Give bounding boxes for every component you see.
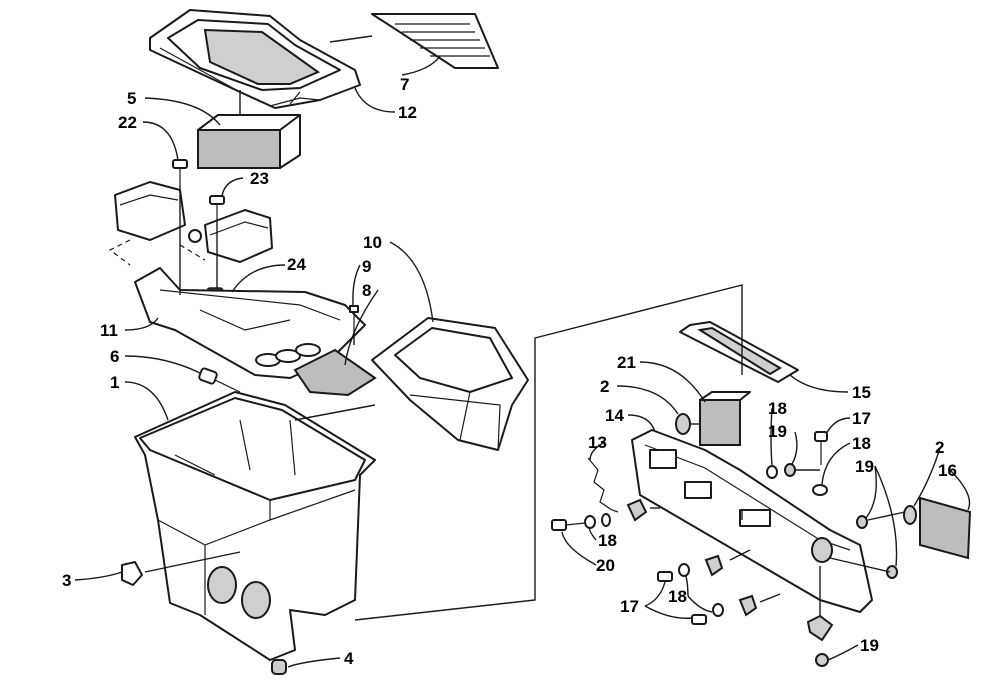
disc-2b-part [903, 505, 917, 525]
callout-8: 8 [362, 281, 371, 300]
callout-leaders [74, 55, 971, 668]
screw-23-part [209, 195, 225, 220]
callout-19-b: 19 [855, 457, 874, 476]
callout-labels: 7 12 5 22 23 24 10 9 8 11 6 1 3 4 21 2 1… [62, 75, 957, 668]
callout-6: 6 [110, 347, 119, 366]
callout-4: 4 [344, 649, 354, 668]
air-filter-part [197, 114, 301, 169]
callout-19-c: 19 [860, 636, 879, 655]
electrical-module-part [108, 181, 273, 266]
filter-16-part [919, 496, 972, 560]
channel-rail-part [631, 429, 873, 613]
gasket-frame-part [679, 321, 799, 383]
tray-part [134, 267, 366, 379]
screw-9-part [349, 305, 359, 330]
callout-17-a: 17 [852, 409, 871, 428]
callout-21: 21 [617, 353, 636, 372]
drain-plug-part [271, 659, 287, 675]
intake-duct-part [371, 317, 529, 451]
callout-20: 20 [596, 556, 615, 575]
bracket-13-part [587, 457, 619, 513]
callout-2-right: 2 [935, 438, 944, 457]
bolt-6-part [198, 367, 241, 393]
callout-5: 5 [127, 89, 136, 108]
callout-7: 7 [400, 75, 409, 94]
callout-10: 10 [363, 233, 382, 252]
callout-1: 1 [110, 373, 119, 392]
callout-2-left: 2 [600, 377, 609, 396]
callout-16: 16 [938, 461, 957, 480]
callout-15: 15 [852, 383, 871, 402]
callout-9: 9 [362, 257, 371, 276]
decal-label-part [371, 13, 499, 69]
callout-19-a: 19 [768, 422, 787, 441]
clip-3-part [121, 561, 143, 586]
callout-14: 14 [605, 406, 624, 425]
disc-2a-part [675, 413, 691, 435]
callout-17-b: 17 [620, 597, 639, 616]
callout-13: 13 [588, 433, 607, 452]
screw-22-part [172, 159, 188, 185]
callout-18-b: 18 [852, 434, 871, 453]
callout-22: 22 [118, 113, 137, 132]
callout-24: 24 [287, 255, 306, 274]
filter-block-21-part [699, 391, 751, 446]
callout-11: 11 [100, 321, 118, 340]
top-cover-part [149, 9, 361, 109]
callout-12: 12 [398, 103, 417, 122]
callout-18-a: 18 [768, 399, 787, 418]
washer-nut-set [551, 431, 898, 667]
callout-18-c: 18 [598, 531, 617, 550]
callout-23: 23 [250, 169, 269, 188]
callout-3: 3 [62, 571, 71, 590]
foam-seal-part [293, 348, 377, 397]
callout-18-d: 18 [668, 587, 687, 606]
guide-lines [144, 35, 906, 621]
airbox-housing-part [134, 391, 376, 661]
